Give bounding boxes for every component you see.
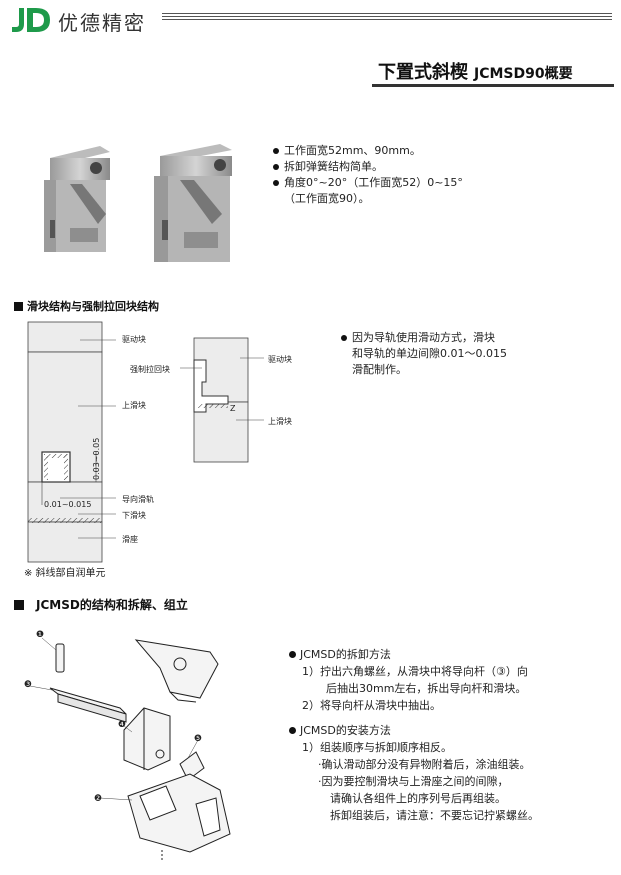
step-note-cont: 请确认各组件上的序列号后再组装。 xyxy=(330,792,506,805)
label-slide-seat: 滑座 xyxy=(122,535,138,544)
label-gap-horizontal: 0.01~0.015 xyxy=(44,500,92,509)
label-z-mark: Z xyxy=(230,404,236,413)
rail-note-cont: 和导轨的单边间隙0.01～0.015 xyxy=(352,347,507,360)
section-title-slider: 滑块结构与强制拉回块结构 xyxy=(14,298,159,314)
brand-name: 优德精密 xyxy=(58,11,146,35)
product-photo-large xyxy=(154,144,232,262)
rail-note-cont: 滑配制作。 xyxy=(352,363,407,376)
model-name: JCMSD90概要 xyxy=(474,66,573,82)
label-drive-block-2: 驱动块 xyxy=(268,355,292,364)
product-photo-small xyxy=(44,146,110,252)
step-note: ·确认滑动部分没有异物附着后，涂油组装。 xyxy=(318,758,531,771)
label-gap-vertical: 0.03~0.05 xyxy=(92,437,101,480)
callout-5: ❺ xyxy=(194,734,203,744)
header-rule xyxy=(162,13,612,23)
assembly-heading: JCMSD的安装方法 xyxy=(288,722,539,739)
callout-4: ❹ xyxy=(118,720,127,730)
feature-item: 拆卸弹簧结构简单。 xyxy=(272,159,463,175)
feature-item: 工作面宽52mm、90mm。 xyxy=(272,143,463,159)
callout-2: ❷ xyxy=(94,794,103,804)
callout-3: ❸ xyxy=(24,680,33,690)
title-underline xyxy=(372,84,614,87)
feature-item-cont: （工作面宽90）。 xyxy=(284,192,370,205)
product-photos xyxy=(44,144,232,262)
rail-note-list: 因为导轨使用滑动方式，滑块 和导轨的单边间隙0.01～0.015 滑配制作。 xyxy=(340,330,507,378)
step-note: ·因为要控制滑块与上滑座之间的间隙， xyxy=(318,775,509,788)
feature-list: 工作面宽52mm、90mm。 拆卸弹簧结构简单。 角度0°~20°（工作面宽52… xyxy=(272,143,463,207)
label-lower-slider: 下滑块 xyxy=(122,511,146,520)
label-return-block: 强制拉回块 xyxy=(130,365,170,374)
disassembly-heading: JCMSD的拆卸方法 xyxy=(288,646,528,663)
label-drive-block: 驱动块 xyxy=(122,335,146,344)
step: 1）组装顺序与拆卸顺序相反。 xyxy=(302,741,452,754)
step: 2）将导向杆从滑块中抽出。 xyxy=(302,699,441,712)
section-square-icon xyxy=(14,600,24,610)
label-upper-slider: 上滑块 xyxy=(122,401,146,410)
jd-logo-icon xyxy=(12,8,50,32)
callout-1: ❶ xyxy=(36,630,45,640)
hatch-note: ※ 斜线部自润单元 xyxy=(24,568,106,579)
slider-structure-diagram xyxy=(27,321,264,563)
step: 1）拧出六角螺丝，从滑块中将导向杆（③）向 xyxy=(302,665,528,678)
feature-item: 角度0°~20°（工作面宽52）0~15° xyxy=(272,175,463,191)
step-cont: 后抽出30mm左右，拆出导向杆和滑块。 xyxy=(326,682,527,695)
section-title-assembly: JCMSD的结构和拆解、组立 xyxy=(14,596,188,613)
step-note-cont: 拆卸组装后，请注意：不要忘记拧紧螺丝。 xyxy=(330,809,539,822)
disassembly-instructions: JCMSD的拆卸方法 1）拧出六角螺丝，从滑块中将导向杆（③）向 后抽出30mm… xyxy=(288,646,528,714)
label-guide-rail: 导向滑轨 xyxy=(122,495,154,504)
assembly-instructions: JCMSD的安装方法 1）组装顺序与拆卸顺序相反。 ·确认滑动部分没有异物附着后… xyxy=(288,722,539,824)
exploded-view-diagram xyxy=(29,637,231,860)
label-upper-slider-2: 上滑块 xyxy=(268,417,292,426)
rail-note: 因为导轨使用滑动方式，滑块 xyxy=(340,330,507,346)
